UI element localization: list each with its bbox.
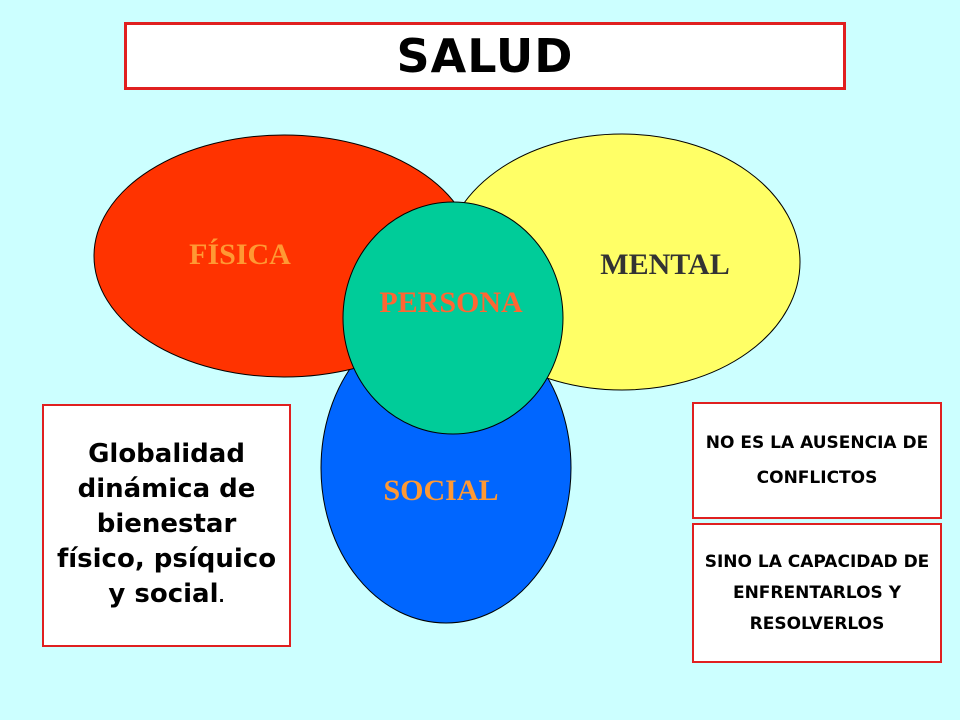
fisica-label: FÍSICA xyxy=(189,238,291,271)
note-second-text: SINO LA CAPACIDAD DE ENFRENTARLOS Y RESO… xyxy=(704,551,930,634)
title-box: SALUD xyxy=(124,22,846,90)
note-first-text: NO ES LA AUSENCIA DE CONFLICTOS xyxy=(705,432,929,488)
definition-text: Globalidad dinámica de bienestar físico,… xyxy=(56,439,277,609)
definition-paragraph: Globalidad dinámica de bienestar físico,… xyxy=(52,437,281,614)
mental-label: MENTAL xyxy=(600,248,729,281)
persona-circle xyxy=(342,201,564,435)
page-title: SALUD xyxy=(396,29,574,83)
note-box-first: NO ES LA AUSENCIA DE CONFLICTOS xyxy=(692,402,942,519)
social-label: SOCIAL xyxy=(383,474,498,507)
definition-tail: . xyxy=(218,587,225,606)
note-box-second: SINO LA CAPACIDAD DE ENFRENTARLOS Y RESO… xyxy=(692,523,942,663)
persona-label: PERSONA xyxy=(379,286,523,319)
definition-box: Globalidad dinámica de bienestar físico,… xyxy=(42,404,291,647)
